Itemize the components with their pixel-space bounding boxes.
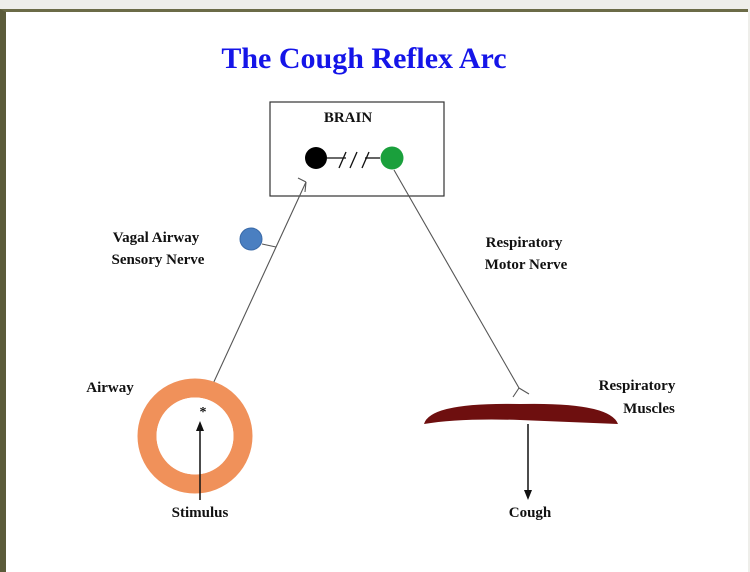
vagal-sensory-neuron-body	[240, 228, 262, 250]
airway-label: Airway	[86, 380, 134, 396]
muscles-label-line2: Muscles	[623, 401, 675, 417]
brain-sensory-neuron-body	[305, 147, 327, 169]
brain-label: BRAIN	[324, 110, 373, 126]
vagal-sensory-nerve-fiber	[212, 182, 306, 386]
respiratory-muscle-shape	[424, 404, 618, 424]
stimulus-label: Stimulus	[172, 505, 229, 521]
cough-arrowhead	[524, 490, 532, 500]
neuromuscular-junction	[513, 388, 529, 397]
airway-lumen	[157, 398, 234, 475]
sensory-nerve-label-line1: Vagal Airway	[113, 230, 200, 246]
sensory-nerve-label-line2: Sensory Nerve	[112, 252, 205, 268]
muscles-label-line1: Respiratory	[599, 378, 676, 394]
respiratory-motor-nerve-fiber	[394, 170, 519, 388]
diagram-title: The Cough Reflex Arc	[221, 42, 506, 75]
cough-label: Cough	[509, 505, 552, 521]
ganglion-branch	[262, 244, 276, 247]
stimulus-marker: *	[200, 405, 207, 420]
motor-nerve-label-line2: Motor Nerve	[485, 257, 568, 273]
motor-nerve-label-line1: Respiratory	[486, 235, 563, 251]
brain-motor-neuron-body	[381, 147, 404, 170]
